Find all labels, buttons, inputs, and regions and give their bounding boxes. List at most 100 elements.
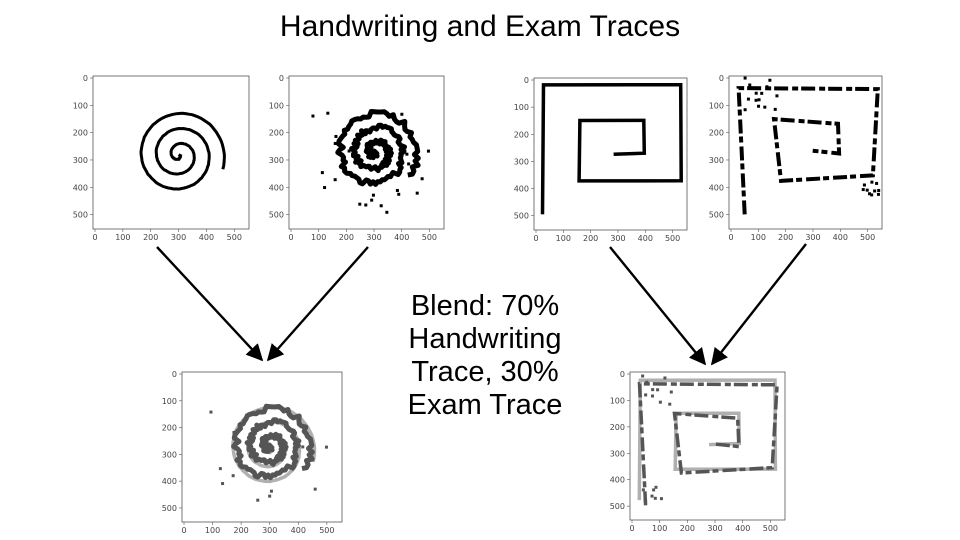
trace-dot [420,177,424,181]
plot-frame [629,371,786,521]
y-tick-label: 200 [514,130,529,139]
trace-dot [644,499,648,503]
x-tick-label: 300 [805,233,820,242]
trace-dot [654,485,658,489]
trace-dot [651,388,655,392]
trace-dot [754,91,758,95]
y-tick-label: 300 [269,156,284,165]
y-tick-label: 400 [162,477,177,486]
y-tick-label: 200 [610,423,625,432]
y-tick-label: 0 [279,74,284,83]
trace-dot [746,97,750,101]
x-tick-label: 0 [181,526,186,535]
trace-dot [877,188,881,192]
trace-dot [760,91,764,95]
blend-description: Blend: 70% Handwriting Trace, 30% Exam T… [380,290,590,422]
y-tick-label: 300 [73,156,88,165]
x-tick-label: 100 [751,233,766,242]
x-tick-label: 400 [394,233,409,242]
trace-dot [875,181,879,185]
y-tick-label: 400 [610,476,625,485]
trace-dot [656,388,660,392]
trace-dot [209,410,213,414]
trace-dot [415,191,419,195]
trace-dot [231,474,235,478]
y-tick-label: 300 [709,156,724,165]
trace-dot [748,83,752,87]
trace-dot [658,400,662,404]
arrow-spiral-hand-to-blend [266,246,369,362]
y-tick-label: 200 [709,129,724,138]
trace-dot [218,467,222,471]
blend-line: Trace, 30% [411,356,559,388]
y-tick-label: 100 [269,101,284,110]
trace-dot [669,390,673,394]
arrow-square-exam-to-blend [609,246,707,366]
x-tick-label: 0 [288,233,293,242]
x-tick-label: 300 [171,233,186,242]
x-tick-label: 300 [366,233,381,242]
y-tick-label: 0 [620,370,625,379]
trace-dot [407,162,411,166]
trace-dot [663,376,667,380]
trace-dot [644,393,648,397]
trace-dot [743,108,747,112]
x-tick-label: 500 [319,526,334,535]
trace-dot [765,85,769,89]
x-tick-label: 200 [143,233,158,242]
trace-dot [364,203,368,207]
blend-line: Exam Trace [407,389,563,421]
trace-dot [232,430,236,434]
x-tick-label: 400 [638,234,653,243]
x-tick-label: 200 [680,524,695,533]
y-tick-label: 200 [162,424,177,433]
arrow-square-hand-to-blend [710,243,807,366]
y-tick-label: 500 [269,211,284,220]
plot-frame [533,77,688,231]
plot-frame [288,75,445,230]
trace-dot [763,105,767,109]
x-tick-label: 300 [707,524,722,533]
trace-dot [333,178,337,182]
y-tick-label: 400 [269,183,284,192]
x-tick-label: 0 [533,234,538,243]
y-tick-label: 0 [83,74,88,83]
trace-dot [371,193,375,197]
x-tick-label: 400 [833,233,848,242]
trace-dot [862,183,866,187]
trace-dot [385,210,389,214]
x-tick-label: 0 [92,233,97,242]
x-tick-label: 100 [115,233,130,242]
trace-dot [775,94,779,98]
trace-dot [868,192,872,196]
y-tick-label: 400 [514,185,529,194]
y-tick-label: 500 [709,211,724,220]
x-tick-label: 500 [422,233,437,242]
x-tick-label: 300 [262,526,277,535]
trace-dot [379,204,383,208]
trace-dot [301,445,305,449]
trace-dot [651,394,655,398]
x-tick-label: 400 [735,524,750,533]
x-tick-label: 200 [778,233,793,242]
trace-dot [400,112,404,116]
y-tick-label: 100 [610,396,625,405]
square-spiral-trace [736,86,880,215]
x-tick-label: 100 [205,526,220,535]
trace-dot [650,494,654,498]
plot-background [630,372,785,520]
trace-dot [311,114,315,118]
trace-dot [641,488,645,492]
trace-dot [641,374,645,378]
trace-dot [375,141,379,145]
trace-dot [405,152,409,156]
x-tick-label: 500 [860,233,875,242]
trace-dot [333,141,337,145]
y-tick-label: 500 [610,502,625,511]
x-tick-label: 400 [199,233,214,242]
plot-frame [92,75,250,230]
square-spiral-trace [540,82,683,215]
